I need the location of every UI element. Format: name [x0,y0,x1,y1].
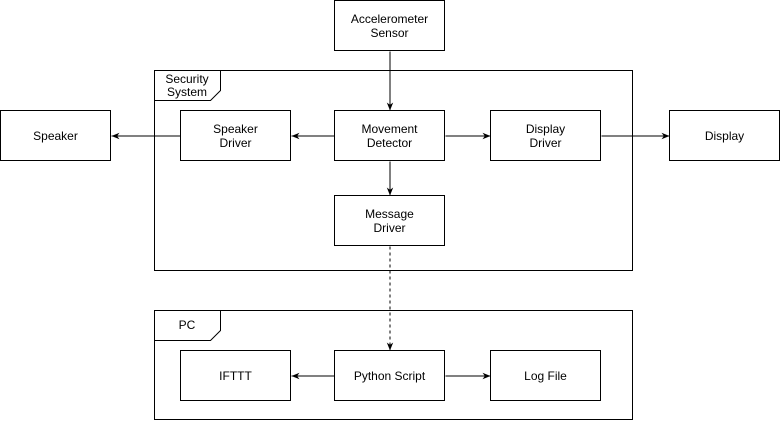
speaker-block: Speaker [0,110,111,161]
message-driver-block: Message Driver [334,195,445,246]
accelerometer-sensor-block: Accelerometer Sensor [334,0,445,51]
log-file-block: Log File [490,350,601,401]
speaker-driver-block: Speaker Driver [180,110,291,161]
movement-detector-block: Movement Detector [334,110,445,161]
display-driver-block: Display Driver [490,110,601,161]
pc-label: PC [178,318,196,332]
ifttt-block: IFTTT [180,350,291,401]
pc-container [154,310,633,420]
security-system-label: Security System [165,72,209,99]
security-system-container [154,70,633,271]
